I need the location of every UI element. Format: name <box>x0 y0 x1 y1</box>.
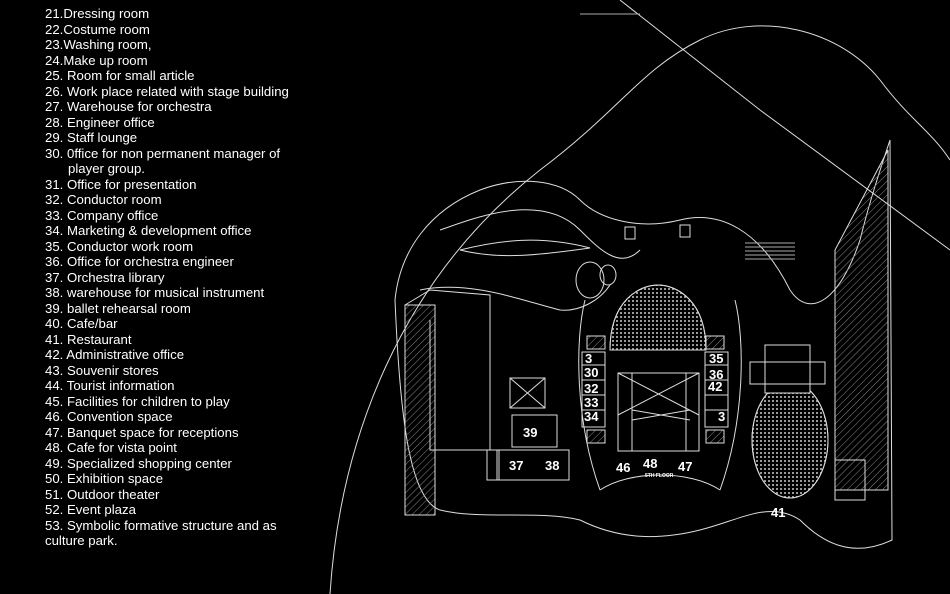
legend-item: 51. Outdoor theater <box>45 486 160 502</box>
room-label: 33 <box>584 395 598 410</box>
legend-item: 40. Cafe/bar <box>45 316 118 331</box>
legend-item: 49. Specialized shopping center <box>45 455 232 471</box>
legend-item: 26. Work place related with stage buildi… <box>45 83 289 99</box>
legend-item: 47. Banquet space for receptions <box>45 424 239 440</box>
room-label: 37 <box>509 458 523 473</box>
legend-item: 37. Orchestra library <box>45 269 165 285</box>
legend-item: 38. warehouse for musical instrument <box>45 285 265 300</box>
room-label: 32 <box>584 381 598 396</box>
legend-item: 50. Exhibition space <box>45 471 164 486</box>
legend-item: 48. Cafe for vista point <box>45 440 177 455</box>
legend-item: 24.Make up room <box>45 52 148 68</box>
legend-item: 25. Room for small article <box>45 68 195 83</box>
room-label: 3 <box>718 409 725 424</box>
legend-item: 44. Tourist information <box>45 378 175 393</box>
room-label: 3 <box>585 351 592 366</box>
room-label: 47 <box>678 459 692 474</box>
legend-item: 42. Administrative office <box>45 347 185 362</box>
legend-item: culture park. <box>45 533 118 548</box>
room-label: 41 <box>771 505 785 520</box>
room-label: 42 <box>708 379 722 394</box>
legend-item: 39. ballet rehearsal room <box>45 300 191 316</box>
legend-item: 27. Warehouse for orchestra <box>45 99 212 114</box>
legend-item: 41. Restaurant <box>45 331 132 347</box>
legend-item: 35. Conductor work room <box>45 238 194 254</box>
legend-item: 23.Washing room, <box>45 37 152 52</box>
legend-item: 34. Marketing & development office <box>45 223 252 238</box>
legend-item: 28. Engineer office <box>45 114 155 130</box>
room-legend: 21.Dressing room 22.Costume room 23.Wash… <box>45 6 289 549</box>
legend-item: 30. 0ffice for non permanent manager of <box>45 145 281 161</box>
room-label: 46 <box>616 460 630 475</box>
legend-item: 32. Conductor room <box>45 192 162 207</box>
legend-item: 33. Company office <box>45 207 159 223</box>
legend-item: player group. <box>68 161 145 176</box>
room-label: 39 <box>523 425 537 440</box>
room-label: 36 <box>709 367 723 382</box>
floor-label: 5TH FLOOR <box>645 473 674 479</box>
legend-item: 46. Convention space <box>45 409 173 424</box>
legend-item: 36. Office for orchestra engineer <box>45 254 234 269</box>
legend-item: 45. Facilities for children to play <box>45 393 230 409</box>
legend-item: 29. Staff lounge <box>45 130 138 145</box>
room-label: 34 <box>584 409 599 424</box>
legend-item: 22.Costume room <box>45 21 150 37</box>
legend-item: 53. Symbolic formative structure and as <box>45 517 277 533</box>
site-boundary <box>329 25 950 594</box>
legend-item: 21.Dressing room <box>45 6 150 21</box>
room-label: 38 <box>545 458 559 473</box>
room-label: 35 <box>709 351 723 366</box>
legend-item: 31. Office for presentation <box>45 176 197 192</box>
room-label: 30 <box>584 365 598 380</box>
legend-item: 43. Souvenir stores <box>45 362 159 378</box>
main-hall <box>609 284 707 351</box>
room-label: 48 <box>643 456 657 471</box>
legend-item: 52. Event plaza <box>45 502 136 517</box>
